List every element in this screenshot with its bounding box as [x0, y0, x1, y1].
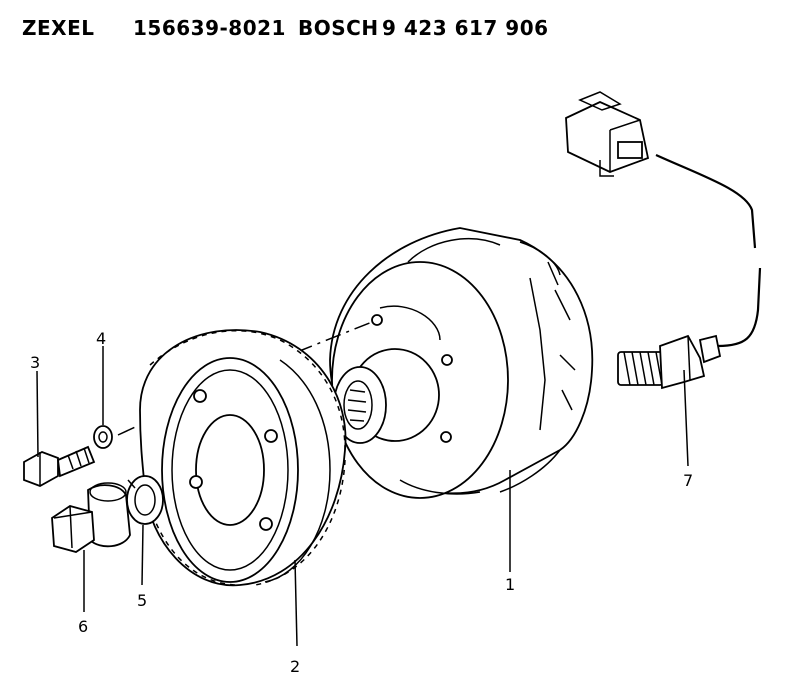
part-number-1: 156639-8021: [133, 16, 286, 40]
callout-2: 2: [290, 657, 300, 676]
bolt: [23, 445, 96, 487]
sensor-connector: [565, 91, 650, 177]
speed-sensor: [617, 153, 762, 390]
callout-6: 6: [78, 617, 88, 636]
callout-4: 4: [96, 329, 106, 348]
drive-gear: [139, 329, 347, 587]
lock-washer: [126, 475, 164, 525]
callout-1: 1: [505, 575, 515, 594]
maker-1: ZEXEL: [22, 16, 95, 40]
maker-2: BOSCH: [298, 16, 379, 40]
housing: [329, 227, 594, 499]
callout-numbers: 1 2 3 4 5 6 7: [30, 329, 693, 676]
washer: [93, 425, 113, 449]
part-number-2: 9 423 617 906: [382, 16, 549, 40]
header: ZEXEL 156639-8021 BOSCH 9 423 617 906: [0, 10, 790, 46]
callout-leaders: [36, 346, 689, 647]
nut: [51, 482, 131, 553]
callout-3: 3: [30, 353, 40, 372]
callout-7: 7: [683, 471, 693, 490]
callout-5: 5: [137, 591, 147, 610]
